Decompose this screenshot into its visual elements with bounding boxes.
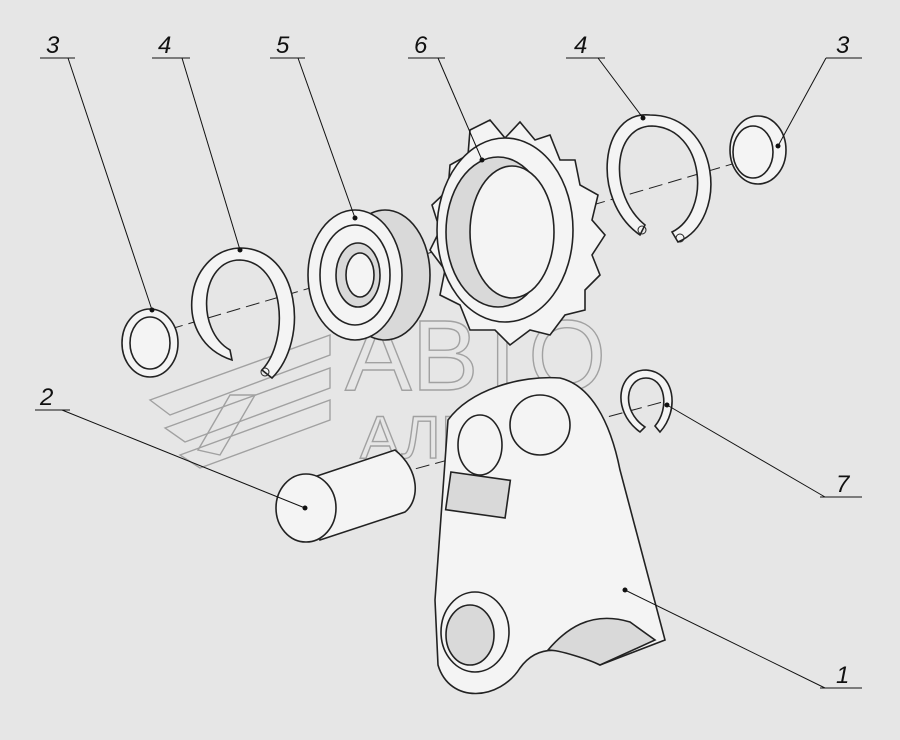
callout-label-1: 1: [836, 662, 849, 689]
pin: [275, 449, 416, 543]
arm: [434, 376, 666, 695]
callout-label-5: 5: [276, 32, 290, 59]
callout-label-3-left: 3: [46, 32, 60, 59]
callout-5: 5: [270, 32, 358, 221]
callout-1: 1: [622, 587, 862, 689]
retaining-ring-left: [190, 247, 296, 380]
callout-7: 7: [664, 402, 862, 498]
callout-label-4-left: 4: [158, 32, 171, 59]
callout-label-2: 2: [39, 384, 53, 411]
callout-label-3-right: 3: [836, 32, 850, 59]
snap-ring: [620, 369, 673, 434]
callout-label-4-right: 4: [574, 32, 587, 59]
callout-6: 6: [408, 32, 485, 163]
retaining-ring-right: [606, 114, 712, 244]
callout-4-right: 4: [566, 32, 646, 121]
callout-4-left: 4: [152, 32, 243, 253]
bearing: [307, 209, 431, 341]
bushing-right: [729, 115, 787, 185]
callout-2: 2: [35, 384, 308, 511]
callout-3-right: 3: [775, 32, 862, 149]
sprocket: [429, 119, 606, 347]
bushing-left: [121, 308, 179, 378]
callout-label-7: 7: [836, 471, 851, 498]
callout-label-6: 6: [414, 32, 428, 59]
callout-3-left: 3: [40, 32, 155, 313]
